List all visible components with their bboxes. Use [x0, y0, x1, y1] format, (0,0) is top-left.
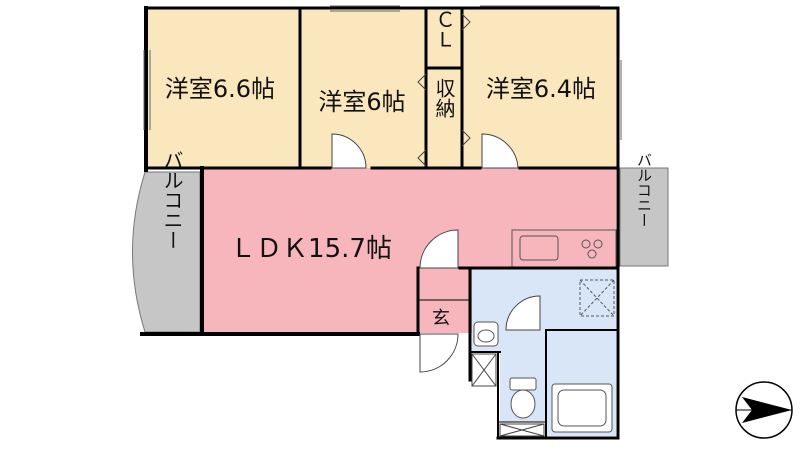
bathtub — [551, 383, 613, 433]
ldk-label: ＬＤＫ15.7帖 — [230, 234, 392, 264]
storage-label: 収納 — [432, 78, 456, 118]
walls — [140, 6, 620, 440]
balcony-right-area — [619, 167, 669, 267]
closet-label: ＣＬ — [432, 9, 456, 49]
doors — [331, 133, 541, 373]
closet-area — [426, 8, 462, 68]
bedroom-middle-label: 洋室6帖 — [318, 88, 405, 116]
entrance-label: 玄 — [432, 308, 450, 329]
wash-basin — [473, 321, 499, 347]
bedroom-left-label: 洋室6.6帖 — [165, 75, 275, 103]
kitchen-fixtures — [519, 235, 603, 261]
fridge-space — [579, 279, 615, 317]
entrance-area — [418, 300, 472, 332]
balcony-right-label: バルコニー — [635, 153, 653, 228]
bedroom-middle-area — [300, 8, 426, 168]
bedroom-left-area — [148, 8, 300, 168]
windows — [143, 5, 622, 140]
utility-shafts — [471, 353, 545, 437]
wet-area — [472, 268, 616, 330]
closet-door-marks — [417, 13, 471, 167]
north-arrow-icon — [735, 381, 793, 439]
balcony-left-label: バルコニー — [160, 150, 184, 250]
storage-area — [426, 68, 462, 168]
bedroom-right-label: 洋室6.4帖 — [486, 75, 596, 103]
toilet-fixture — [509, 377, 537, 419]
